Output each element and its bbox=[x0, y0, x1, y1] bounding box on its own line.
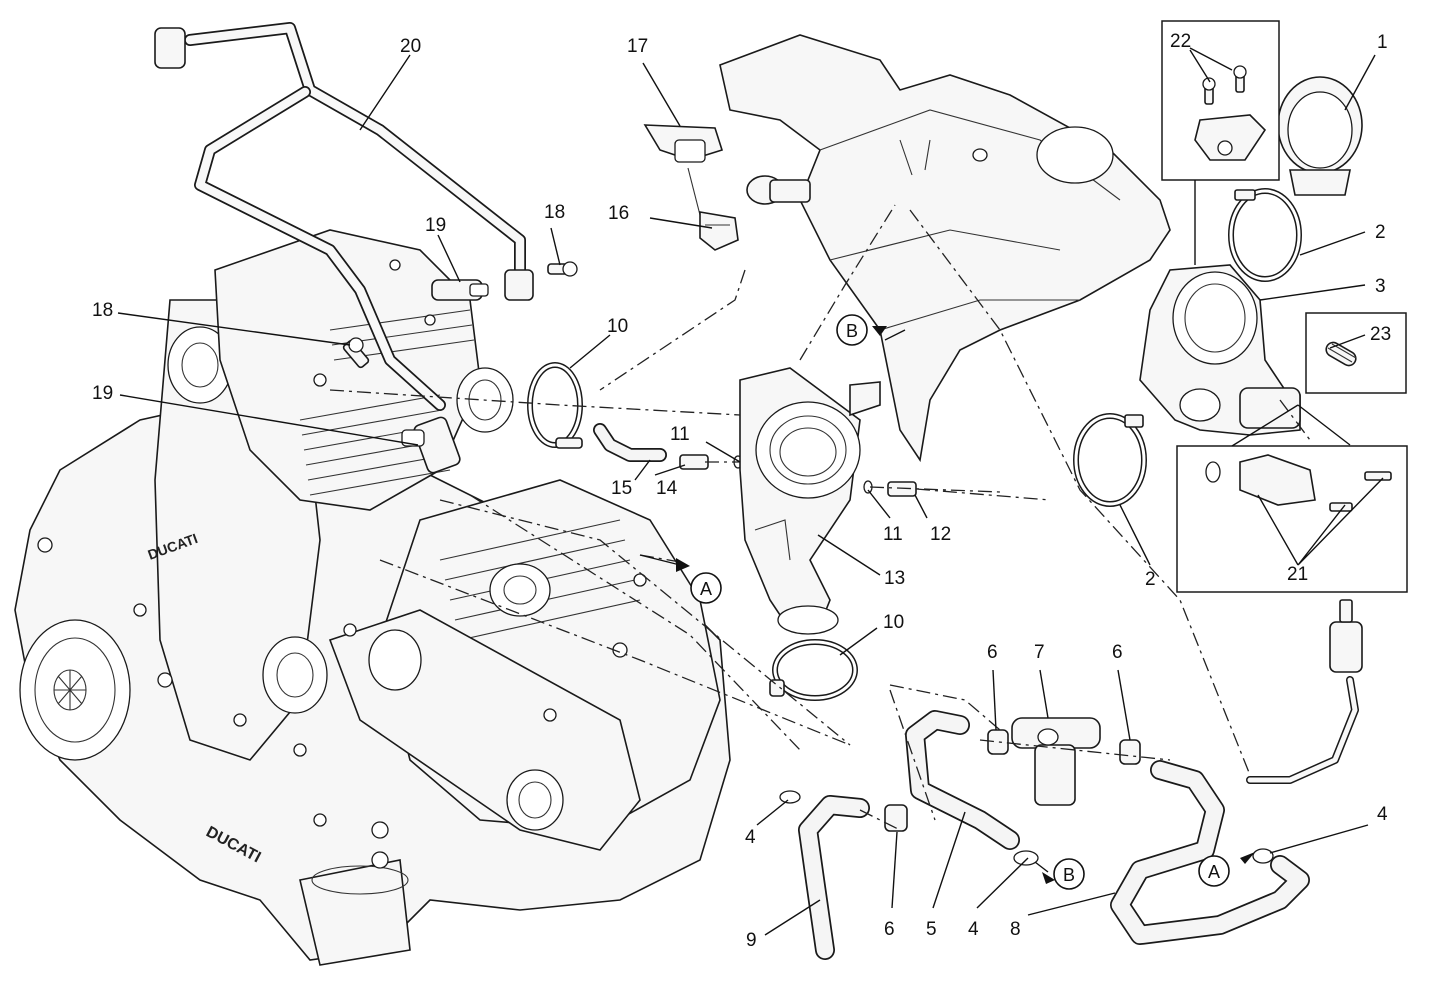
reference-a-left: A bbox=[639, 554, 722, 604]
ref-label-b-upper: B bbox=[846, 321, 858, 341]
callout-6-right: 6 bbox=[1112, 642, 1123, 663]
leader-lines bbox=[117, 47, 1384, 936]
callout-4-left: 4 bbox=[745, 827, 756, 848]
callout-13: 13 bbox=[884, 568, 905, 589]
callout-19-lower: 19 bbox=[92, 383, 113, 404]
solenoid-valve bbox=[1011, 717, 1101, 806]
callout-3: 3 bbox=[1375, 276, 1386, 297]
callout-10-upper: 10 bbox=[607, 316, 628, 337]
reference-a-right: A bbox=[1198, 852, 1255, 887]
intake-funnel bbox=[1277, 76, 1363, 196]
callout-15: 15 bbox=[611, 478, 632, 499]
clamp-lower-right bbox=[1073, 413, 1147, 507]
callout-14: 14 bbox=[656, 478, 678, 499]
inset-seal bbox=[1305, 312, 1407, 394]
reference-b-upper: B bbox=[836, 314, 906, 346]
hose-clamp-upper bbox=[527, 362, 583, 449]
callout-16: 16 bbox=[608, 203, 629, 224]
injector-lower bbox=[401, 416, 461, 474]
fitting-right bbox=[863, 480, 917, 497]
callout-18-lower: 18 bbox=[92, 300, 113, 321]
inset-idle-motor bbox=[1176, 445, 1408, 593]
callout-20: 20 bbox=[400, 36, 421, 57]
screw-lower bbox=[342, 337, 370, 369]
throttle-body bbox=[1139, 264, 1301, 436]
map-sensor-bracket bbox=[699, 211, 739, 251]
spring-clip-4a bbox=[779, 790, 801, 804]
ref-label-a-left: A bbox=[700, 579, 712, 599]
temp-sensor-with-cable bbox=[1246, 599, 1363, 784]
callout-23: 23 bbox=[1370, 324, 1391, 345]
airbox bbox=[719, 34, 1171, 463]
spring-clip-4b bbox=[1013, 850, 1039, 866]
callout-labels: 1 2 3 2 23 22 21 4 8 6 7 6 5 4 6 4 9 10 … bbox=[92, 31, 1391, 951]
callout-5: 5 bbox=[926, 919, 937, 940]
callout-4-right: 4 bbox=[1377, 804, 1388, 825]
callout-22: 22 bbox=[1170, 31, 1191, 52]
hose-9 bbox=[798, 795, 870, 960]
hose-clip-6b bbox=[1119, 739, 1141, 765]
callout-9: 9 bbox=[746, 930, 757, 951]
reference-b-lower: B bbox=[1034, 858, 1085, 890]
callout-2-upper: 2 bbox=[1375, 222, 1386, 243]
callout-6-lower: 6 bbox=[884, 919, 895, 940]
callout-8: 8 bbox=[1010, 919, 1021, 940]
callout-10-lower: 10 bbox=[883, 612, 904, 633]
hose-clip-6c bbox=[884, 804, 908, 832]
inset-tps-sensor bbox=[1161, 20, 1280, 181]
callout-12: 12 bbox=[930, 524, 951, 545]
assembly-lines bbox=[329, 204, 1311, 831]
hose-8 bbox=[1110, 760, 1310, 945]
callout-21: 21 bbox=[1287, 564, 1308, 585]
clamp-upper-right bbox=[1228, 188, 1302, 282]
callout-11-right: 11 bbox=[883, 524, 903, 545]
hose-clamp-lower bbox=[769, 639, 858, 701]
hose-clip-6a bbox=[987, 729, 1009, 755]
ref-label-b-lower: B bbox=[1063, 865, 1075, 885]
breather-pipe bbox=[154, 22, 534, 411]
spring-clip-4c bbox=[1252, 848, 1274, 864]
callout-1: 1 bbox=[1377, 32, 1388, 53]
hose-5 bbox=[905, 710, 1020, 850]
callout-19-upper: 19 bbox=[425, 215, 446, 236]
ref-label-a-right: A bbox=[1208, 862, 1220, 882]
screw-upper bbox=[547, 261, 578, 277]
map-sensor bbox=[643, 124, 724, 216]
callout-17: 17 bbox=[627, 36, 648, 57]
intake-manifold bbox=[739, 367, 881, 635]
callout-2-lower: 2 bbox=[1145, 569, 1156, 590]
callout-18-upper: 18 bbox=[544, 202, 565, 223]
callout-6-middle: 6 bbox=[987, 642, 998, 663]
callout-7: 7 bbox=[1034, 642, 1045, 663]
callout-4-middle: 4 bbox=[968, 919, 979, 940]
engine-block: DUCATI DUCATI bbox=[14, 229, 731, 966]
callout-11-left: 11 bbox=[670, 424, 690, 445]
injector-upper bbox=[431, 279, 489, 301]
small-hose bbox=[593, 423, 667, 462]
